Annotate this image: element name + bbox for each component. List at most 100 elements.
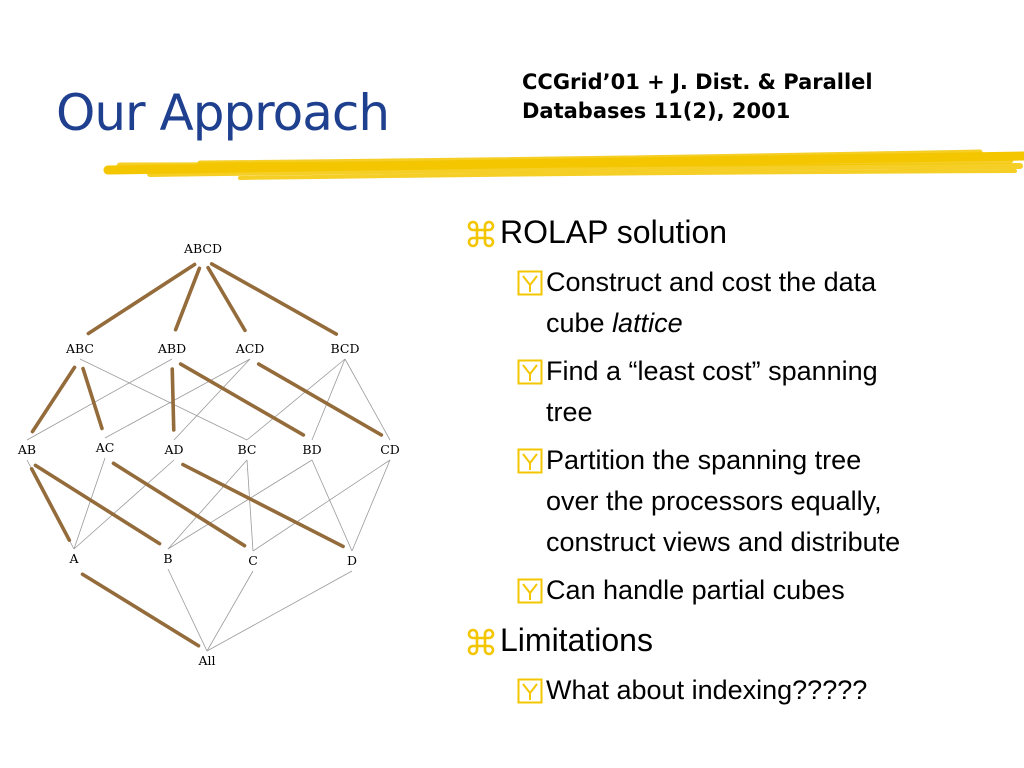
- highlight-stroke: [238, 169, 1017, 180]
- lattice-edge-c-all: [206, 570, 254, 652]
- node-label-background: [162, 442, 186, 458]
- tree-edge-abcd-bcd: [209, 262, 339, 336]
- tree-edge-abc-ac: [81, 366, 104, 431]
- lattice-edge-bc-c: [246, 459, 254, 552]
- emphasis-lattice: lattice: [612, 308, 683, 338]
- tree-edge-a-all: [80, 572, 201, 648]
- node-label-background: [159, 551, 177, 567]
- node-label-background: [182, 241, 224, 257]
- tree-edge-ad-d: [181, 462, 345, 549]
- citation: CCGrid’01 + J. Dist. & Parallel Database…: [522, 68, 873, 126]
- highlight-stroke: [116, 156, 1014, 170]
- sub-bullet-partial-cubes: Can handle partial cubes: [464, 570, 1014, 611]
- tree-edge-ac-c: [111, 461, 247, 548]
- node-ab: AB: [17, 442, 36, 457]
- node-abd: ABD: [157, 341, 186, 356]
- node-all: All: [197, 653, 215, 668]
- node-abc: ABC: [65, 341, 94, 356]
- node-label-background: [244, 553, 262, 569]
- lattice-edge-ac-a: [73, 457, 106, 550]
- sub-bullet-text: cube: [546, 308, 613, 338]
- sub-bullet-indexing: What about indexing?????: [464, 670, 1014, 711]
- bullet-text: Limitations: [500, 622, 653, 658]
- lattice-edge-cd-c: [252, 459, 391, 552]
- lattice-edge-abd-ab: [26, 358, 173, 441]
- node-label-background: [155, 341, 189, 357]
- node-label-background: [93, 440, 117, 456]
- tree-edge-ab-b: [33, 463, 162, 546]
- node-ac: AC: [95, 440, 115, 455]
- node-a: A: [68, 551, 79, 566]
- sub-bullet-construct-lattice: Construct and cost the data cube lattice: [464, 262, 1014, 344]
- node-ad: AD: [163, 442, 183, 457]
- lattice-edge-bcd-cd: [344, 358, 391, 441]
- checkbox-y-icon: [517, 270, 543, 296]
- node-bc: BC: [238, 442, 257, 457]
- lattice-edge-bd-b: [167, 459, 313, 550]
- node-label-background: [190, 653, 224, 669]
- tree-edge-abcd-abd: [173, 266, 202, 332]
- node-bd: BD: [302, 442, 321, 457]
- checkbox-y-icon: [517, 448, 543, 474]
- lattice-edge-abc-bc: [79, 358, 248, 441]
- node-abcd: ABCD: [183, 241, 222, 256]
- node-bcd: BCD: [330, 341, 359, 356]
- node-label-background: [15, 442, 39, 458]
- highlight-stroke: [147, 163, 1023, 177]
- sub-bullet-line: cube lattice: [546, 303, 1014, 344]
- sub-bullet-spanning-tree: Find a “least cost” spanning tree: [464, 351, 1014, 433]
- lattice-edge-ad-a: [73, 459, 175, 550]
- title-highlight-stroke: [103, 149, 1024, 180]
- lattice-edge-bcd-bc: [246, 358, 346, 441]
- lattice-edge-d-all: [206, 570, 353, 652]
- node-label-background: [378, 442, 402, 458]
- bullet-text: ROLAP solution: [500, 214, 728, 250]
- node-b: B: [163, 551, 172, 566]
- sub-bullet-line: Can handle partial cubes: [546, 575, 845, 605]
- tree-edge-abd-ad: [170, 367, 176, 432]
- sub-bullet-partition: Partition the spanning tree over the pro…: [464, 440, 1014, 563]
- sub-bullet-line: What about indexing?????: [546, 675, 868, 705]
- lattice-edge-b-all: [167, 568, 208, 652]
- tree-edge-abcd-abc: [86, 262, 197, 336]
- checkbox-y-icon: [517, 678, 543, 704]
- checkbox-y-icon: [517, 578, 543, 604]
- sub-bullet-line: tree: [546, 397, 593, 427]
- bullet-rolap-solution: ROLAP solution: [464, 209, 1014, 255]
- node-label-background: [328, 341, 362, 357]
- node-label-background: [343, 553, 361, 569]
- node-acd: ACD: [235, 341, 265, 356]
- slide-title: Our Approach: [56, 84, 390, 142]
- command-key-icon: [467, 628, 495, 656]
- tree-edge-acd-cd: [256, 362, 384, 437]
- lattice-edge-cd-d: [351, 459, 391, 552]
- node-c: C: [248, 553, 258, 568]
- tree-edge-ab-a: [29, 467, 72, 542]
- node-label-background: [235, 442, 259, 458]
- citation-line-2: Databases 11(2), 2001: [522, 99, 791, 123]
- lattice-edge-acd-ad: [173, 358, 251, 441]
- tree-edge-abc-ab: [30, 365, 77, 434]
- lattice-edge-acd-ac: [104, 358, 251, 439]
- tree-edge-abcd-acd: [206, 265, 247, 333]
- node-cd: CD: [380, 442, 400, 457]
- tree-edge-abd-bd: [178, 362, 306, 437]
- sub-bullet-line: over the processors equally,: [546, 486, 882, 516]
- bullet-limitations: Limitations: [464, 617, 1014, 663]
- command-key-icon: [467, 220, 495, 248]
- node-label-background: [300, 442, 324, 458]
- node-d: D: [347, 553, 357, 568]
- lattice-edge-bd-d: [311, 459, 353, 552]
- lattice-edges: [26, 358, 391, 652]
- citation-line-1: CCGrid’01 + J. Dist. & Parallel: [522, 70, 873, 94]
- sub-bullet-line: Find a “least cost” spanning: [546, 356, 878, 386]
- highlight-stroke: [197, 149, 983, 166]
- sub-bullet-line: Construct and cost the data: [546, 267, 877, 297]
- sub-bullet-line: Partition the spanning tree: [546, 445, 862, 475]
- node-label-background: [63, 341, 97, 357]
- lattice-edge-bcd-bd: [311, 358, 346, 441]
- bullet-list: ROLAP solution Construct and cost the da…: [464, 203, 1014, 711]
